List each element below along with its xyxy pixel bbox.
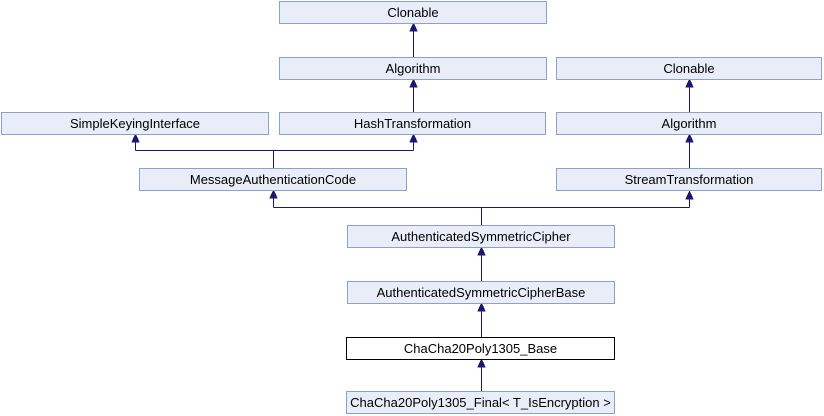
edge-authsymcipherbase-to-authsymcipher: [477, 246, 486, 281]
class-node-message-authentication-code[interactable]: MessageAuthenticationCode: [139, 168, 407, 191]
edge-streamtransformation-to-algorithm-right: [685, 133, 694, 169]
class-node-stream-transformation[interactable]: StreamTransformation: [556, 168, 822, 191]
class-node-authenticated-symmetric-cipher[interactable]: AuthenticatedSymmetricCipher: [347, 225, 615, 248]
class-node-chacha20poly1305-final[interactable]: ChaCha20Poly1305_Final< T_IsEncryption >: [346, 391, 615, 414]
edge-chacha20poly1305base-to-authsymcipherbase: [477, 302, 486, 337]
class-node-clonable-top[interactable]: Clonable: [279, 1, 547, 24]
class-node-clonable-right[interactable]: Clonable: [556, 57, 822, 80]
edge-mac-to-simplekeyinginterface-and-hashtransformation: [131, 133, 418, 168]
edge-hashtransformation-to-algorithm: [409, 78, 418, 112]
class-node-hash-transformation[interactable]: HashTransformation: [279, 112, 546, 135]
edge-algorithm-right-to-clonable-right: [685, 78, 694, 112]
class-node-authenticated-symmetric-cipher-base[interactable]: AuthenticatedSymmetricCipherBase: [347, 281, 615, 304]
class-node-chacha20poly1305-base-current: ChaCha20Poly1305_Base: [346, 337, 615, 360]
edge-algorithm-to-clonable: [409, 22, 418, 57]
class-node-algorithm-center[interactable]: Algorithm: [279, 57, 547, 80]
edge-authsymcipher-to-mac-and-streamtransformation: [269, 189, 694, 225]
class-node-simple-keying-interface[interactable]: SimpleKeyingInterface: [1, 112, 269, 135]
edge-chacha20poly1305final-to-chacha20poly1305base: [477, 358, 486, 391]
class-node-algorithm-right[interactable]: Algorithm: [556, 112, 822, 135]
